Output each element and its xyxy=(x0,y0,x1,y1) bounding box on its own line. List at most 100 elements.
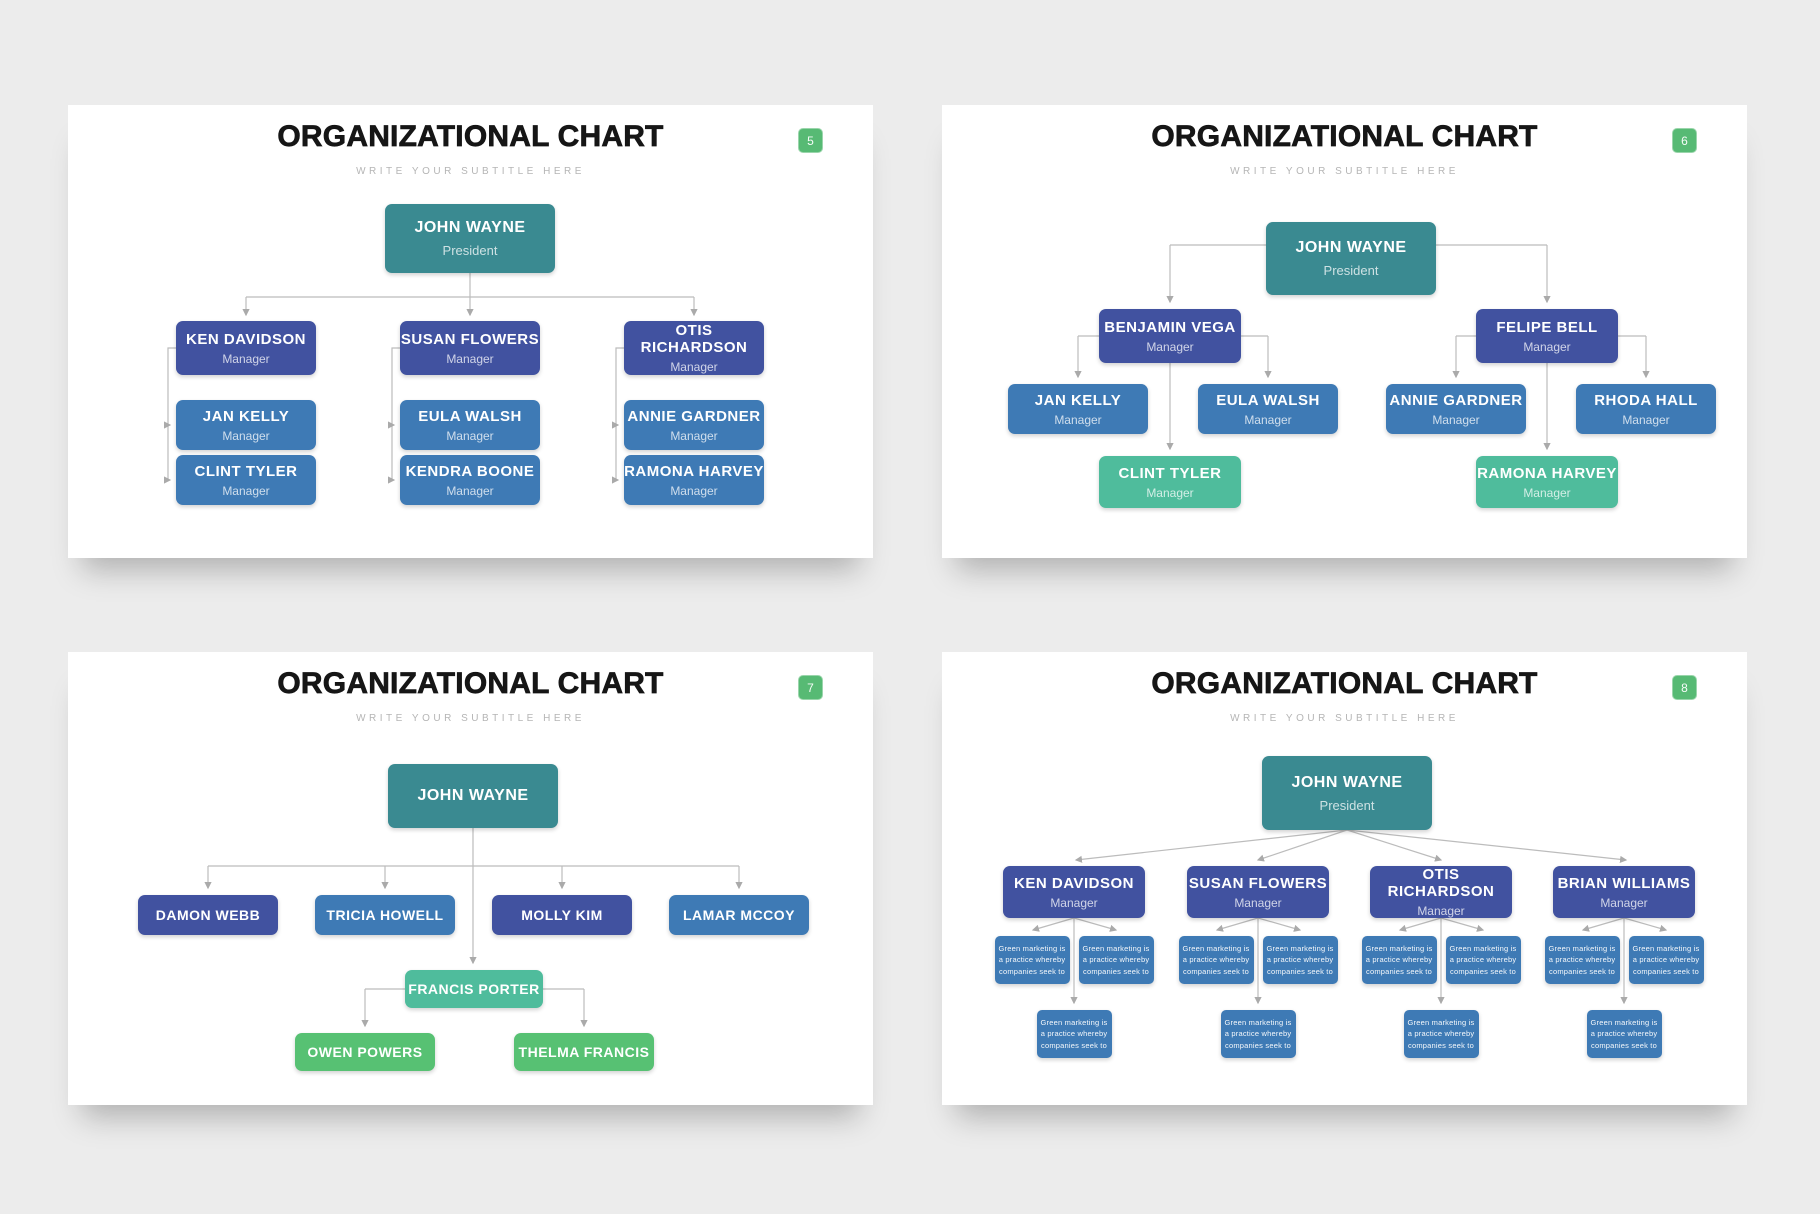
org-node-note[interactable]: Green marketing is a practice whereby co… xyxy=(1178,936,1254,984)
node-name: KEN DAVIDSON xyxy=(186,330,306,348)
node-name: BENJAMIN VEGA xyxy=(1104,318,1236,336)
slide-subtitle: WRITE YOUR SUBTITLE HERE xyxy=(1230,713,1459,724)
node-name: OTIS RICHARDSON xyxy=(1387,866,1495,900)
node-name: FELIPE BELL xyxy=(1496,318,1598,336)
org-node-owen-powers[interactable]: OWEN POWERS xyxy=(295,1033,435,1071)
node-name: THELMA FRANCIS xyxy=(518,1044,650,1060)
node-name: JOHN WAYNE xyxy=(1295,239,1407,256)
slide-subtitle: WRITE YOUR SUBTITLE HERE xyxy=(356,166,585,177)
node-name: JOHN WAYNE xyxy=(1291,773,1403,791)
node-role: Manager xyxy=(446,428,494,443)
node-role: Manager xyxy=(446,483,494,498)
org-node-annie-gardner[interactable]: ANNIE GARDNER Manager xyxy=(1386,384,1526,434)
slide-subtitle: WRITE YOUR SUBTITLE HERE xyxy=(356,713,585,724)
org-node-note[interactable]: Green marketing is a practice whereby co… xyxy=(1220,1010,1296,1058)
org-node-eula-walsh[interactable]: EULA WALSH Manager xyxy=(1198,384,1338,434)
org-node-note[interactable]: Green marketing is a practice whereby co… xyxy=(1036,1010,1112,1058)
org-node-note[interactable]: Green marketing is a practice whereby co… xyxy=(1544,936,1620,984)
node-name: OWEN POWERS xyxy=(307,1044,423,1060)
org-node-francis-porter[interactable]: FRANCIS PORTER xyxy=(405,970,543,1008)
org-node-note[interactable]: Green marketing is a practice whereby co… xyxy=(1586,1010,1662,1058)
node-text: Green marketing is a practice whereby co… xyxy=(1182,943,1250,976)
node-role: Manager xyxy=(1600,895,1648,910)
org-node-jan-kelly[interactable]: JAN KELLY Manager xyxy=(1008,384,1148,434)
node-role: Manager xyxy=(670,360,718,374)
node-text: Green marketing is a practice whereby co… xyxy=(1548,943,1616,976)
org-node-note[interactable]: Green marketing is a practice whereby co… xyxy=(1628,936,1704,984)
node-role: Manager xyxy=(670,428,718,443)
node-role: Manager xyxy=(446,351,494,366)
org-node-rhoda-hall[interactable]: RHODA HALL Manager xyxy=(1576,384,1716,434)
org-node-ken-davidson[interactable]: KEN DAVIDSON Manager xyxy=(176,321,316,375)
org-chart: JOHN WAYNE DAMON WEBB TRICIA HOWELL MOLLY K… xyxy=(68,652,873,1105)
connector-lines xyxy=(1031,829,1668,1005)
node-name: OTIS RICHARDSON xyxy=(640,322,748,356)
org-node-tricia-howell[interactable]: TRICIA HOWELL xyxy=(315,895,455,935)
page-title: ORGANIZATIONAL CHART xyxy=(277,667,664,701)
node-role: Manager xyxy=(222,351,270,366)
node-role: Manager xyxy=(1523,485,1571,500)
node-role: Manager xyxy=(1417,904,1465,918)
node-text: Green marketing is a practice whereby co… xyxy=(1407,1017,1475,1050)
org-node-john-wayne[interactable]: JOHN WAYNE xyxy=(388,764,558,828)
connector-lines xyxy=(164,273,698,484)
org-node-molly-kim[interactable]: MOLLY KIM xyxy=(492,895,632,935)
node-name: RAMONA HARVEY xyxy=(1477,464,1617,482)
node-name: DAMON WEBB xyxy=(155,907,261,923)
org-node-note[interactable]: Green marketing is a practice whereby co… xyxy=(1361,936,1437,984)
node-role: Manager xyxy=(1234,895,1282,910)
node-name: ANNIE GARDNER xyxy=(1389,391,1523,409)
node-name: RAMONA HARVEY xyxy=(624,462,764,480)
node-name: JOHN WAYNE xyxy=(417,787,529,804)
node-name: JOHN WAYNE xyxy=(414,219,526,236)
org-node-note[interactable]: Green marketing is a practice whereby co… xyxy=(1262,936,1338,984)
node-text: Green marketing is a practice whereby co… xyxy=(1266,943,1334,976)
org-node-note[interactable]: Green marketing is a practice whereby co… xyxy=(1445,936,1521,984)
org-node-ramona-harvey[interactable]: RAMONA HARVEY Manager xyxy=(1476,456,1618,508)
org-node-brian-williams[interactable]: BRIAN WILLIAMS Manager xyxy=(1553,866,1695,918)
node-text: Green marketing is a practice whereby co… xyxy=(1590,1017,1658,1050)
org-node-otis-richardson[interactable]: OTIS RICHARDSON Manager xyxy=(624,321,764,375)
node-name: JAN KELLY xyxy=(1034,391,1122,409)
org-node-note[interactable]: Green marketing is a practice whereby co… xyxy=(1403,1010,1479,1058)
node-role: Manager xyxy=(1146,485,1194,500)
node-name: EULA WALSH xyxy=(1216,391,1320,409)
org-node-note[interactable]: Green marketing is a practice whereby co… xyxy=(994,936,1070,984)
node-text: Green marketing is a practice whereby co… xyxy=(1365,943,1433,976)
org-node-kendra-boone[interactable]: KENDRA BOONE Manager xyxy=(400,455,540,505)
node-name: BRIAN WILLIAMS xyxy=(1557,874,1691,892)
org-node-thelma-francis[interactable]: THELMA FRANCIS xyxy=(514,1033,654,1071)
page-title: ORGANIZATIONAL CHART xyxy=(277,120,664,154)
org-node-note[interactable]: Green marketing is a practice whereby co… xyxy=(1078,936,1154,984)
slide-7: ORGANIZATIONAL CHART WRITE YOUR SUBTITLE… xyxy=(68,652,873,1105)
node-role: Manager xyxy=(1622,412,1670,427)
org-node-felipe-bell[interactable]: FELIPE BELL Manager xyxy=(1476,309,1618,363)
node-role: Manager xyxy=(1244,412,1292,427)
node-role: Manager xyxy=(1432,412,1480,427)
node-role: Manager xyxy=(1523,339,1571,354)
org-node-damon-webb[interactable]: DAMON WEBB xyxy=(138,895,278,935)
org-node-lamar-mccoy[interactable]: LAMAR MCCOY xyxy=(669,895,809,935)
connector-lines xyxy=(204,828,743,1028)
node-name: KENDRA BOONE xyxy=(405,462,535,480)
connector-lines xyxy=(1074,244,1650,451)
node-role: Manager xyxy=(1054,412,1102,427)
slide-8: ORGANIZATIONAL CHART WRITE YOUR SUBTITLE… xyxy=(942,652,1747,1105)
node-name: RHODA HALL xyxy=(1594,391,1698,409)
org-node-otis-richardson[interactable]: OTIS RICHARDSON Manager xyxy=(1370,866,1512,918)
node-name: MOLLY KIM xyxy=(521,907,603,923)
